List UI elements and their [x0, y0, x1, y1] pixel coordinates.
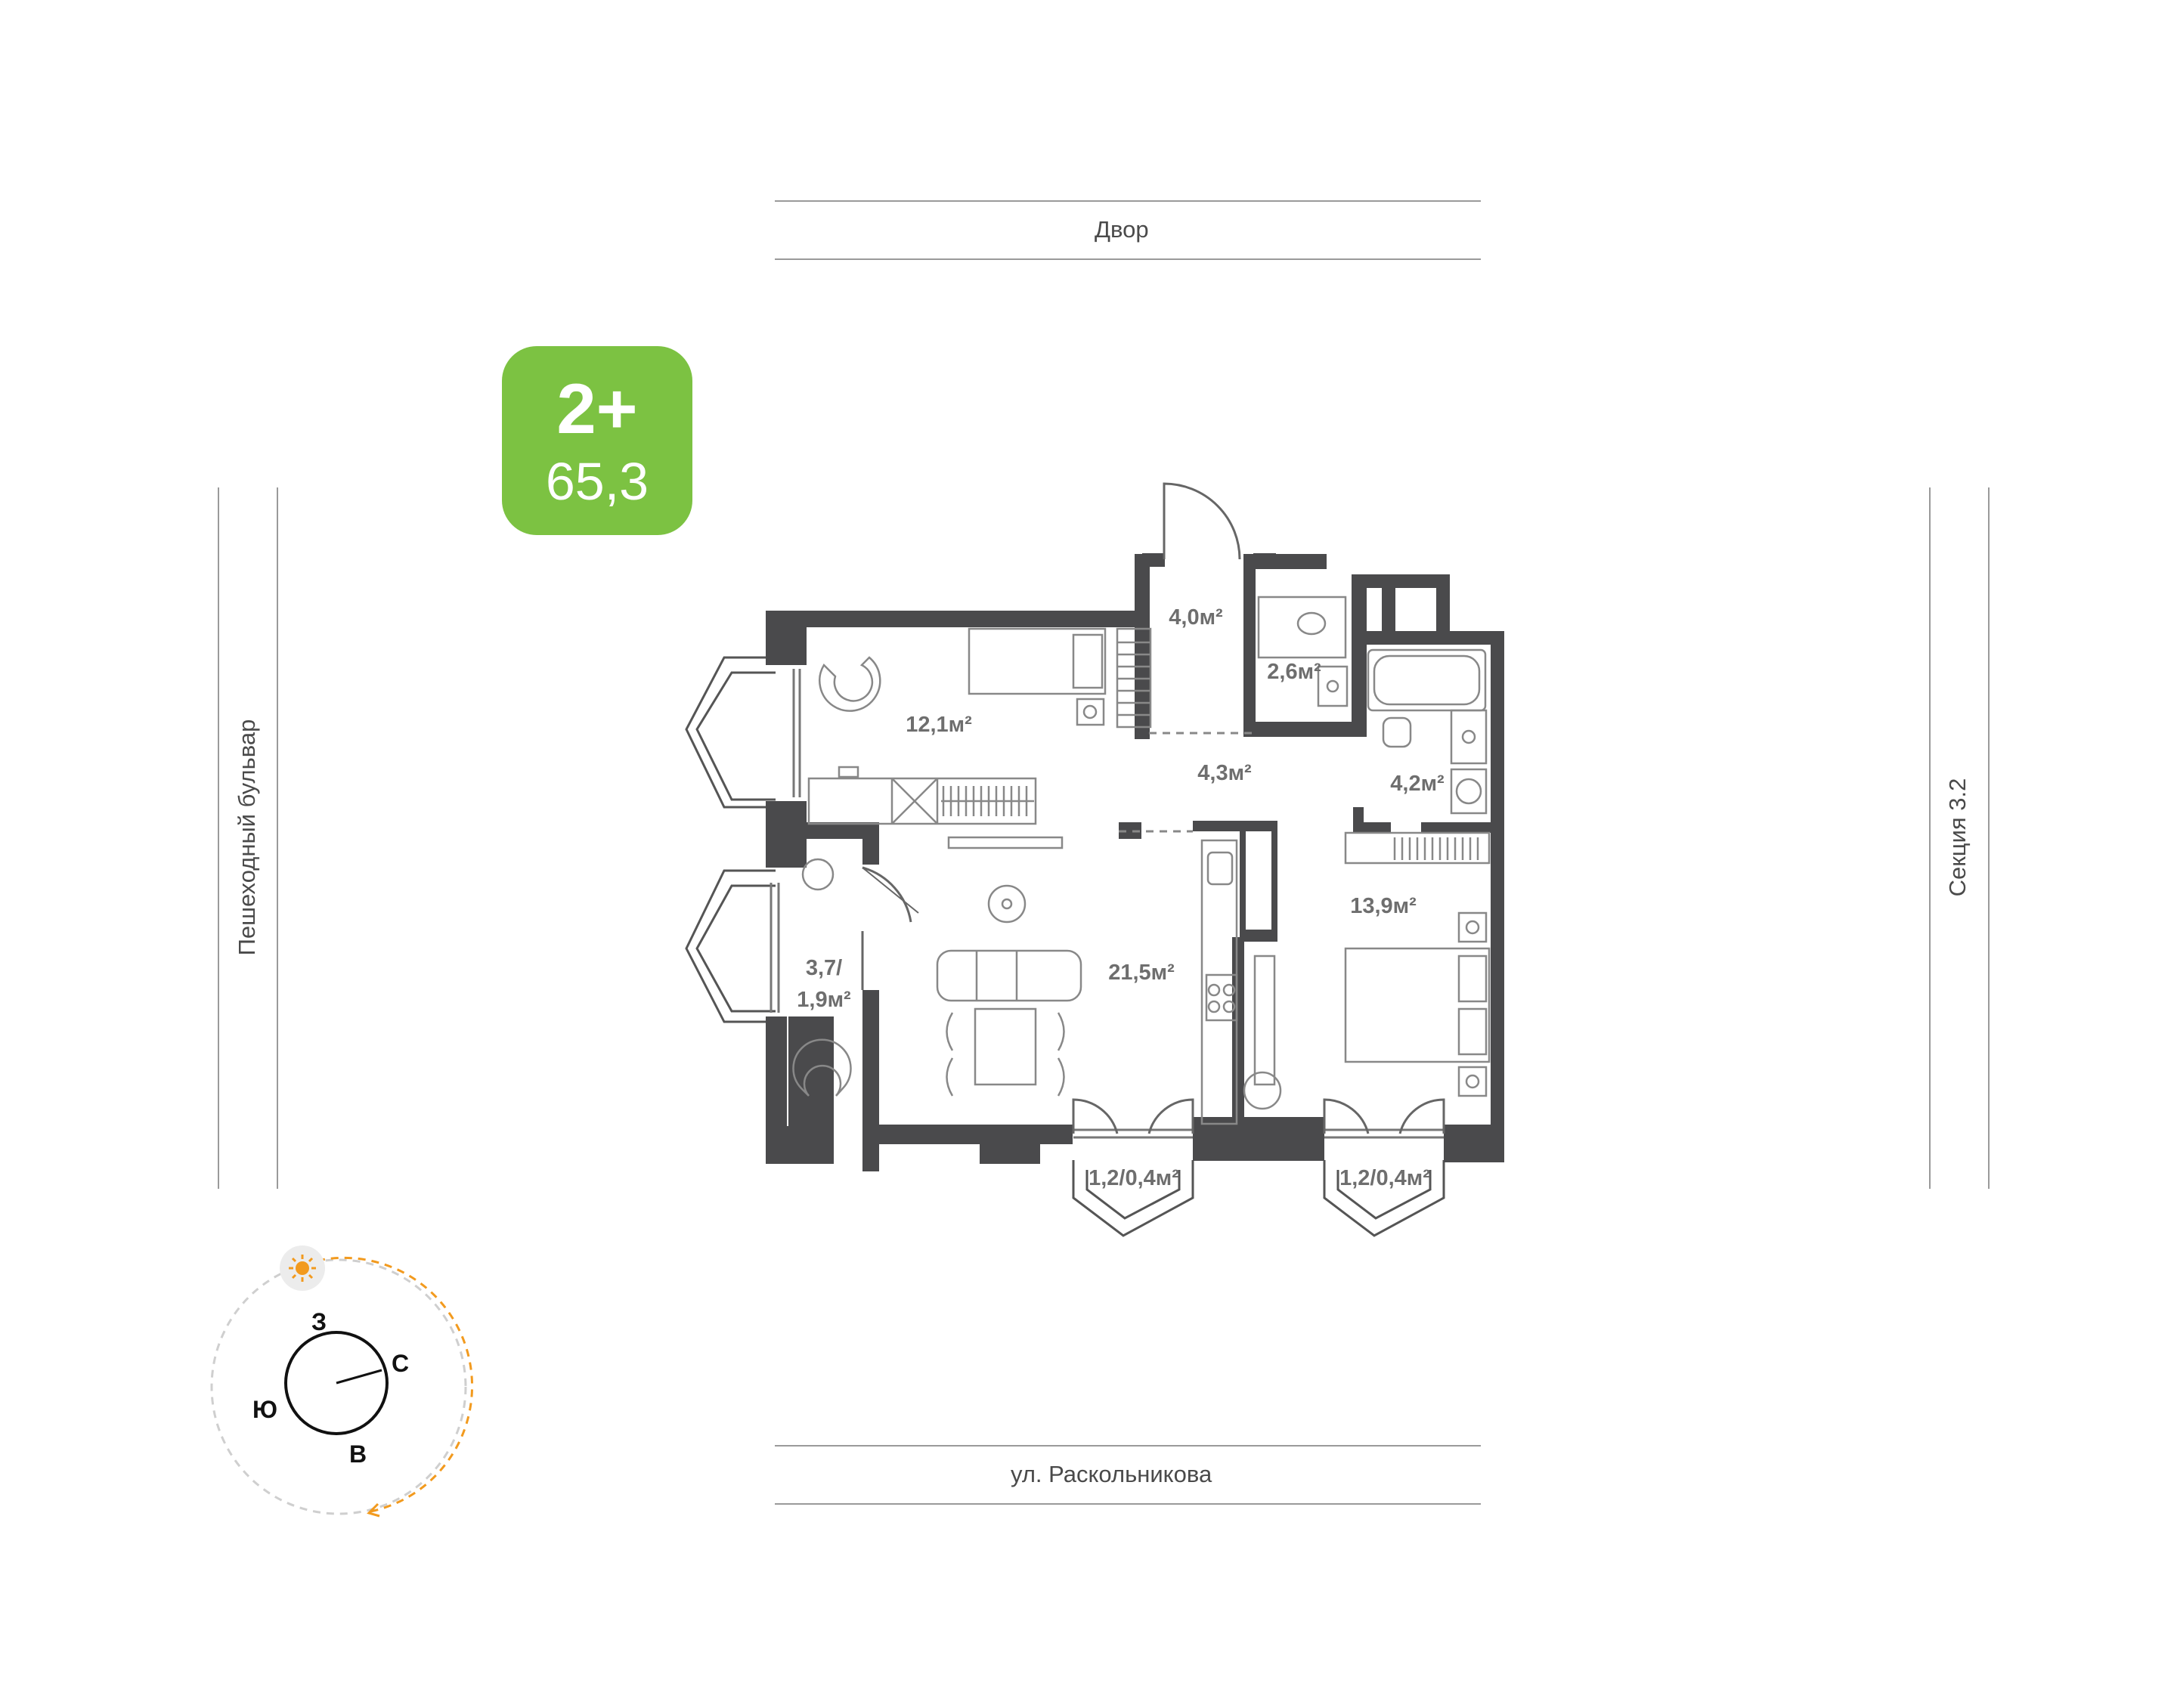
compass-needle [336, 1369, 382, 1385]
armchair-loggia [792, 1038, 852, 1097]
room-label-living-kitchen: 21,5м² [1108, 961, 1175, 985]
wardrobe-hatch-1 [941, 786, 1034, 816]
bed-large [1344, 947, 1491, 1063]
sun-path [317, 1256, 474, 1513]
bed-small [968, 627, 1107, 695]
room-label-corridor: 4,3м² [1197, 761, 1252, 785]
street-left-frame [218, 487, 278, 1189]
street-top-label: Двор [1095, 216, 1149, 243]
armchair-top [819, 656, 881, 712]
room-label-wc: 2,6м² [1267, 660, 1321, 684]
street-right-frame [1929, 487, 1990, 1189]
wardrobe-hatch-2 [1393, 837, 1479, 860]
room-dividers [1119, 732, 1255, 833]
compass: З С Ю В [210, 1245, 474, 1518]
plant [801, 858, 835, 891]
room-label-hall: 4,0м² [1169, 605, 1223, 630]
compass-circle [284, 1331, 389, 1435]
compass-west: З [311, 1308, 327, 1335]
room-label-balcony-right: 1,2/0,4м² [1339, 1166, 1430, 1190]
room-labels: 12,1м² 4,0м² 2,6м² 4,3м² 4,2м² 21,5м² 13… [797, 605, 1445, 1190]
room-label-balcony-left: 1,2/0,4м² [1088, 1166, 1179, 1190]
windows [770, 669, 1444, 1139]
walls [766, 553, 1504, 1171]
compass-east: В [349, 1440, 367, 1468]
street-bottom-frame [775, 1445, 1481, 1505]
compass-north: С [392, 1350, 409, 1377]
furniture [792, 596, 1491, 1125]
room-label-loggia-2: 1,9м² [797, 988, 851, 1012]
apartment-type: 2+ [556, 369, 638, 448]
room-label-bathroom: 4,2м² [1390, 772, 1445, 796]
room-label-bedroom-small: 12,1м² [906, 713, 972, 737]
street-bottom-label: ул. Раскольникова [1011, 1461, 1212, 1487]
apartment-badge: 2+ 65,3 [502, 346, 692, 535]
room-label-loggia-1: 3,7/ [806, 956, 842, 980]
compass-south: Ю [252, 1396, 277, 1423]
street-top-frame [775, 200, 1481, 260]
doors [861, 482, 1445, 1134]
balcony-outlines [685, 656, 1445, 1237]
apartment-area: 65,3 [545, 452, 649, 511]
room-label-bedroom-large: 13,9м² [1350, 894, 1417, 918]
